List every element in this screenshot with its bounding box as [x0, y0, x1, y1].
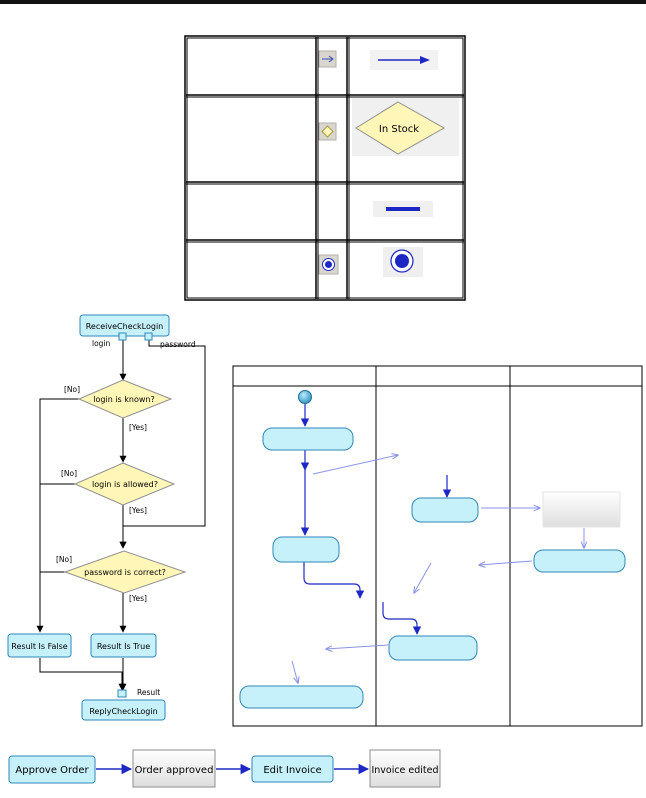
- activity-label: ReplyCheckLogin: [89, 707, 157, 716]
- swimlane-activity: [239, 685, 364, 709]
- guard-yes-label: [Yes]: [129, 594, 147, 603]
- legend-row-decision: In Stock: [318, 98, 459, 156]
- legend-row-flow: [318, 50, 438, 70]
- step-label: Approve Order: [15, 765, 89, 776]
- decision-symbol-label: In Stock: [379, 124, 419, 135]
- sync-bar-symbol: [373, 201, 433, 217]
- swimlane-activity: [262, 427, 354, 451]
- guard-no-label: [No]: [56, 555, 72, 564]
- decision-password-correct: password is correct? [No] [Yes]: [56, 550, 187, 603]
- step-approve-order: Approve Order: [8, 755, 96, 784]
- end-node-icon: [318, 254, 339, 275]
- password-port-label: password: [160, 340, 196, 349]
- legend-table: In Stock: [184, 35, 466, 301]
- activity-label: Result Is False: [11, 642, 67, 651]
- activity-label: ReceiveCheckLogin: [86, 322, 164, 331]
- decision-login-known: login is known? [No] [Yes]: [64, 379, 173, 432]
- activity-label: Result Is True: [97, 642, 150, 651]
- legend-row-end: [318, 247, 423, 277]
- page-top-rule: [0, 0, 646, 4]
- decision-label: login is known?: [93, 395, 154, 404]
- result-port-label: Result: [137, 688, 160, 697]
- start-node: [298, 390, 312, 404]
- legend-row-sync: [373, 201, 433, 217]
- step-label: Edit Invoice: [263, 765, 321, 776]
- decision-diamond-icon: [318, 122, 337, 141]
- activity-receive-check-login: ReceiveCheckLogin login password: [79, 314, 196, 349]
- guard-no-label: [No]: [64, 385, 80, 394]
- swimlane-diagram: [232, 365, 643, 727]
- swimlane-activity: [411, 497, 479, 523]
- end-node-symbol: [383, 247, 423, 277]
- step-edit-invoice: Edit Invoice: [251, 755, 334, 783]
- activity-reply-check-login: Result ReplyCheckLogin: [81, 688, 166, 721]
- swimlane-activity: [533, 549, 626, 573]
- step-invoice-edited: Invoice edited: [369, 749, 441, 788]
- guard-yes-label: [Yes]: [129, 506, 147, 515]
- activity-result-false: Result Is False: [7, 633, 72, 658]
- activity-result-true: Result Is True: [90, 633, 157, 658]
- login-port-label: login: [92, 339, 111, 348]
- step-order-approved: Order approved: [132, 749, 216, 788]
- step-label: Order approved: [135, 765, 214, 776]
- guard-no-label: [No]: [61, 469, 77, 478]
- step-label: Invoice edited: [371, 765, 438, 776]
- decision-symbol: In Stock: [352, 98, 459, 156]
- password-port: [144, 332, 153, 341]
- process-chain: Approve Order Order approved Edit Invoic…: [8, 749, 441, 788]
- login-flowchart: ReceiveCheckLogin login password login i…: [7, 314, 206, 721]
- flow-arrow-icon: [318, 50, 337, 68]
- decision-label: password is correct?: [84, 568, 166, 577]
- swimlane-activity: [388, 635, 478, 661]
- result-port: [117, 689, 127, 698]
- flow-arrow-symbol: [370, 50, 438, 70]
- decision-login-allowed: login is allowed? [No] [Yes]: [61, 462, 176, 515]
- login-port: [118, 332, 127, 341]
- guard-yes-label: [Yes]: [129, 423, 147, 432]
- swimlane-activity: [272, 536, 340, 563]
- decision-label: login is allowed?: [92, 480, 158, 489]
- swimlane-state: [542, 491, 621, 528]
